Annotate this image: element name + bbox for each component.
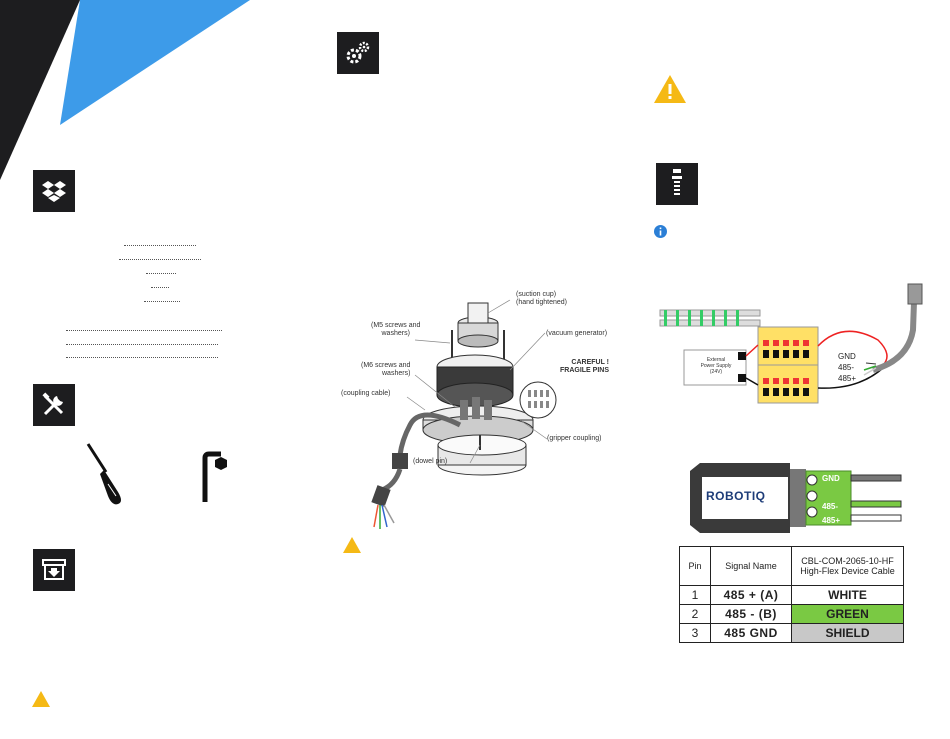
- vacuum-generator-part: [436, 354, 514, 408]
- terminal-block: [757, 326, 819, 404]
- header-pin: Pin: [679, 546, 711, 586]
- gripper-coupling-part: [437, 434, 527, 476]
- list-line: [66, 357, 218, 358]
- robotiq-adapter: [690, 463, 902, 533]
- warning-icon: [654, 75, 686, 103]
- install-box-icon: [33, 549, 75, 591]
- device-cable: [872, 301, 917, 373]
- fragile-pins-detail: [519, 381, 557, 419]
- pin-color: GREEN: [791, 604, 904, 624]
- callout-suction-cup: (suction cup)(hand tightened): [516, 291, 567, 306]
- wire-label-485-minus: 485-: [838, 363, 855, 372]
- wire-label-485-plus: 485+: [838, 374, 857, 383]
- list-line: [144, 301, 180, 302]
- assembly-diagram: [371, 299, 557, 529]
- pin-color: SHIELD: [791, 623, 904, 643]
- screwdriver-icon: [86, 443, 121, 505]
- pin-color: WHITE: [791, 585, 904, 605]
- header-signal: Signal Name: [710, 546, 792, 586]
- list-line: [146, 273, 176, 274]
- pin-signal: 485 GND: [710, 623, 792, 643]
- tools-icon: [33, 384, 75, 426]
- list-line: [66, 344, 218, 345]
- wiring-diagram: [659, 283, 923, 404]
- info-icon: [654, 225, 667, 238]
- corner-dark-stripe: [0, 0, 80, 180]
- status-light-icon: [656, 163, 698, 205]
- corner-decoration: [0, 0, 250, 180]
- table-row: 2 485 - (B) GREEN: [679, 604, 904, 624]
- terminal-label-gnd: GND: [822, 474, 840, 483]
- callout-gripper-coupling: (gripper coupling): [547, 435, 602, 442]
- list-line: [119, 259, 201, 260]
- table-row: 3 485 GND SHIELD: [679, 623, 904, 643]
- package-icon: [33, 170, 75, 212]
- suction-cup-part: [457, 302, 499, 348]
- pin-signal: 485 - (B): [710, 604, 792, 624]
- terminal-label-485-minus: 485-: [822, 502, 839, 511]
- list-line: [124, 245, 196, 246]
- table-row: 1 485 + (A) WHITE: [679, 585, 904, 605]
- gears-icon: [337, 32, 379, 74]
- warning-icon: [343, 537, 361, 553]
- terminal-label-485-plus: 485+: [822, 516, 841, 525]
- callout-dowel-pin: (dowel pin): [413, 458, 448, 465]
- callout-careful-pins: CAREFUL !FRAGILE PINS: [560, 359, 610, 374]
- callout-coupling-cable: (coupling cable): [341, 390, 391, 397]
- pin-number: 2: [679, 604, 711, 624]
- pin-number: 3: [679, 623, 711, 643]
- hex-key-icon: [202, 451, 227, 502]
- warning-icon: [32, 691, 50, 707]
- pin-number: 1: [679, 585, 711, 605]
- corner-blue-stripe: [60, 0, 250, 125]
- coupling-cable-part: [397, 412, 462, 456]
- callout-vacuum-generator: (vacuum generator): [546, 330, 608, 337]
- pin-signal: 485 + (A): [710, 585, 792, 605]
- power-supply: [683, 349, 747, 386]
- wire-label-gnd: GND: [838, 352, 856, 361]
- list-line: [151, 287, 169, 288]
- list-line: [66, 330, 222, 331]
- robotiq-logo: ROBOTIQ: [706, 489, 766, 503]
